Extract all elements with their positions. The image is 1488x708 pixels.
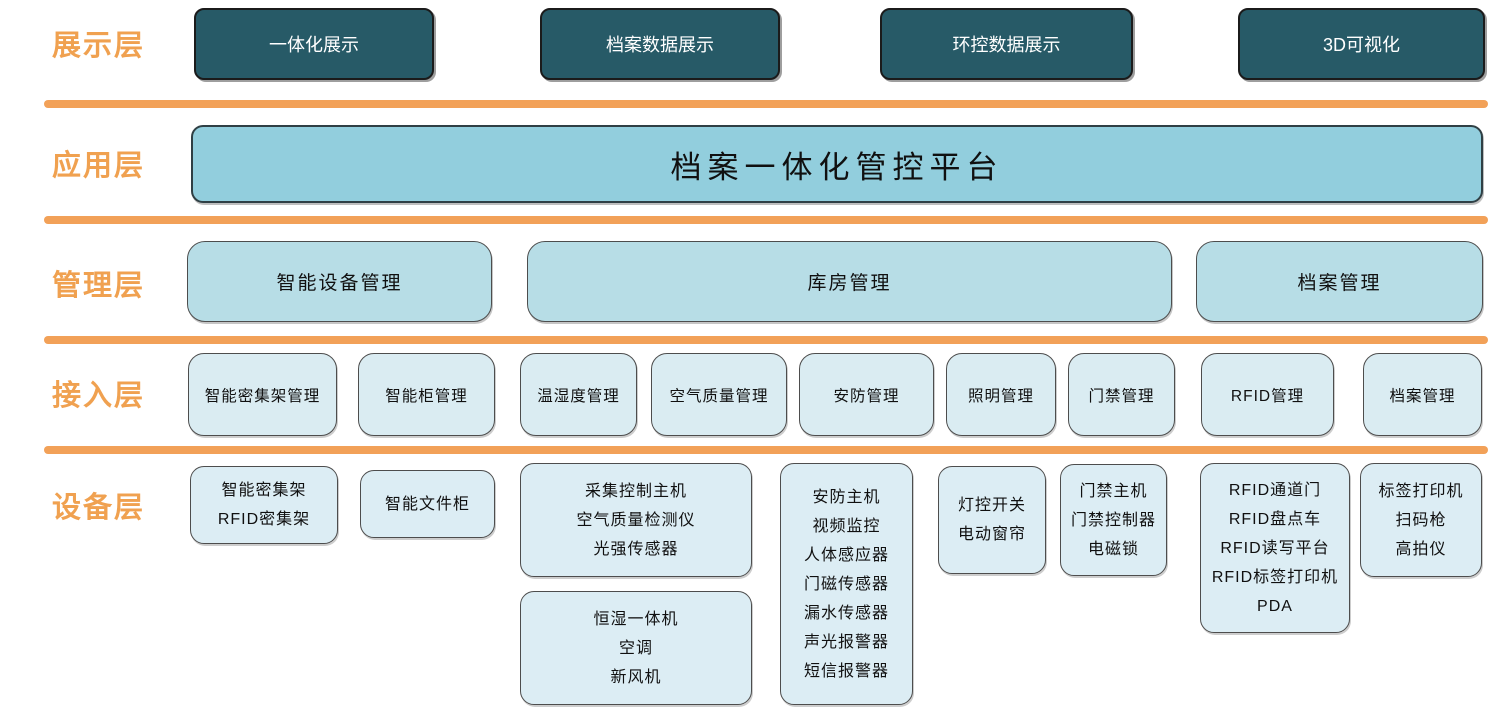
layer-label-management: 管理层 [52, 270, 146, 302]
display-box-3d: 3D可视化 [1238, 8, 1485, 80]
device-box-dense-racks: 智能密集架 RFID密集架 [190, 466, 338, 544]
device-line: 采集控制主机 [584, 482, 687, 500]
manage-box-warehouse: 库房管理 [527, 241, 1172, 322]
layer-label-device: 设备层 [52, 492, 146, 524]
layer-label-application: 应用层 [52, 150, 146, 182]
application-platform-box: 档案一体化管控平台 [191, 125, 1483, 203]
divider-line-3 [44, 336, 1488, 344]
device-line: 空气质量检测仪 [576, 511, 696, 529]
access-box-lighting: 照明管理 [946, 353, 1056, 436]
device-line: RFID密集架 [217, 511, 311, 528]
device-line: 电动窗帘 [957, 526, 1026, 543]
device-box-printer-scanner: 标签打印机 扫码枪 高拍仪 [1360, 463, 1482, 577]
manage-box-smart-device: 智能设备管理 [187, 241, 492, 322]
device-line: 灯控开关 [957, 497, 1026, 514]
device-line: RFID标签打印机 [1211, 568, 1339, 586]
device-line: 漏水传感器 [803, 604, 889, 622]
divider-line-1 [44, 100, 1488, 108]
display-box-env-data: 环控数据展示 [880, 8, 1133, 80]
manage-box-archive: 档案管理 [1196, 241, 1483, 322]
device-line: 智能密集架 [221, 482, 307, 499]
device-line: PDA [1257, 597, 1293, 615]
device-line: 扫码枪 [1395, 511, 1447, 529]
device-box-door-devices: 门禁主机 门禁控制器 电磁锁 [1060, 464, 1167, 576]
access-box-temp-humidity: 温湿度管理 [520, 353, 637, 436]
device-line: 视频监控 [812, 517, 881, 535]
device-line: 恒湿一体机 [593, 610, 679, 628]
access-box-security: 安防管理 [799, 353, 934, 436]
device-line: 光强传感器 [593, 540, 679, 558]
access-box-archive: 档案管理 [1363, 353, 1482, 436]
device-line: 门禁主机 [1079, 482, 1148, 500]
device-line: 声光报警器 [803, 633, 889, 651]
access-box-smart-cabinet: 智能柜管理 [358, 353, 495, 436]
device-line: RFID通道门 [1228, 481, 1322, 499]
device-line: 智能文件柜 [384, 495, 470, 513]
device-line: 标签打印机 [1378, 482, 1464, 500]
device-box-rfid-devices: RFID通道门 RFID盘点车 RFID读写平台 RFID标签打印机 PDA [1200, 463, 1350, 633]
device-box-hvac: 恒湿一体机 空调 新风机 [520, 591, 752, 705]
layer-label-access: 接入层 [52, 380, 146, 412]
device-line: 空调 [618, 639, 653, 657]
device-line: 高拍仪 [1395, 540, 1447, 558]
device-line: 人体感应器 [803, 546, 889, 564]
device-line: 短信报警器 [803, 662, 889, 680]
divider-line-4 [44, 446, 1488, 454]
device-line: 新风机 [610, 668, 662, 686]
access-box-rfid: RFID管理 [1201, 353, 1334, 436]
display-box-archive-data: 档案数据展示 [540, 8, 780, 80]
access-box-air-quality: 空气质量管理 [651, 353, 787, 436]
access-box-door-control: 门禁管理 [1068, 353, 1175, 436]
device-box-lighting-devices: 灯控开关 电动窗帘 [938, 466, 1046, 574]
device-box-security-devices: 安防主机 视频监控 人体感应器 门磁传感器 漏水传感器 声光报警器 短信报警器 [780, 463, 913, 705]
divider-line-2 [44, 216, 1488, 224]
device-line: 电磁锁 [1087, 540, 1139, 558]
layer-label-display: 展示层 [52, 30, 146, 62]
device-line: RFID盘点车 [1228, 510, 1322, 528]
device-line: RFID读写平台 [1220, 539, 1330, 557]
device-line: 门磁传感器 [803, 575, 889, 593]
device-box-collection-host: 采集控制主机 空气质量检测仪 光强传感器 [520, 463, 752, 577]
display-box-integrated-display: 一体化展示 [194, 8, 434, 80]
device-line: 门禁控制器 [1070, 511, 1156, 529]
device-box-smart-file-cabinet: 智能文件柜 [360, 470, 495, 538]
device-line: 安防主机 [812, 488, 881, 506]
access-box-dense-rack: 智能密集架管理 [188, 353, 337, 436]
